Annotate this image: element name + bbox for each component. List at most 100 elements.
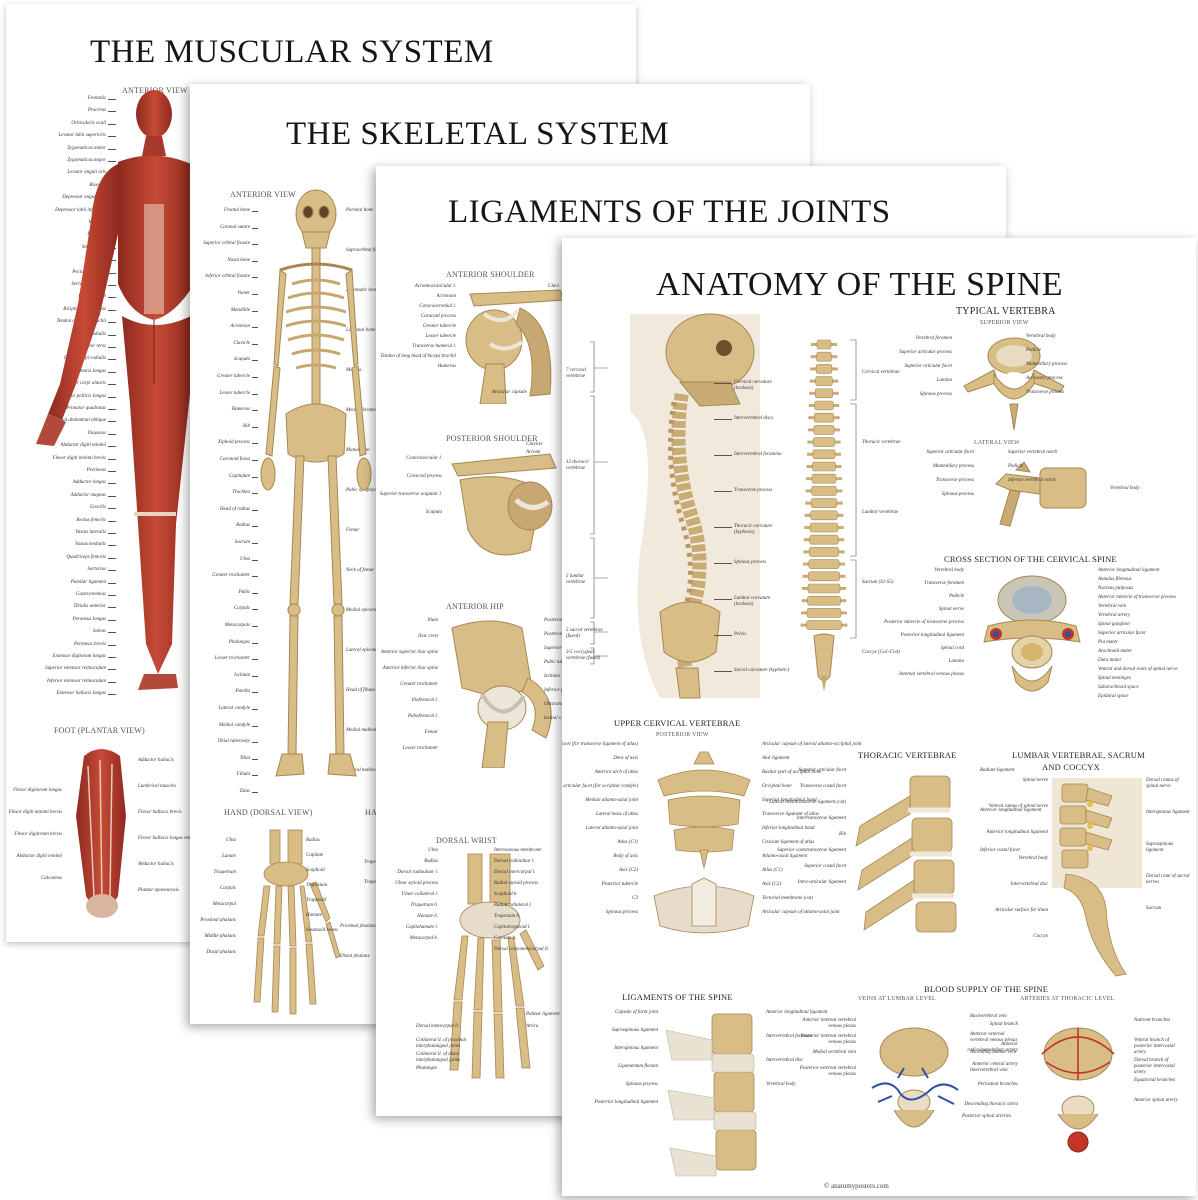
cervical-label: Lamina	[948, 659, 964, 664]
ligament-label: Scaphoid b.	[494, 892, 518, 897]
leader-line	[252, 476, 258, 478]
cervical-label: Ventral and dorsal roots of spinal nerve	[1098, 667, 1178, 672]
spinal-ligament-label: Anterior longitudinal ligament	[766, 1010, 828, 1015]
section-arteries-thoracic: ARTERIES AT THORACIC LEVEL	[1020, 996, 1115, 1002]
leader-line	[108, 260, 116, 262]
upper-cervical-label: Anterior arch of atlas	[594, 770, 638, 775]
spine-label: Intervertebral foramina	[734, 452, 782, 457]
vertebra-shape	[814, 388, 834, 399]
vertebra-shape	[807, 583, 841, 594]
bone-label: Capitulum	[228, 473, 250, 479]
vertebrae-count-label: 3-5 coccygeal vertebrae (fused)	[566, 650, 601, 661]
blood-supply-label: Nutrient branches	[1134, 1018, 1171, 1023]
leader-line	[252, 592, 258, 594]
upper-cervical-label: Articular capsule of lateral atlanto-occ…	[762, 742, 862, 747]
hand-bone-label: Sesamoid bones	[306, 928, 339, 933]
leader-line	[252, 626, 258, 627]
muscle-label: Peroneus brevis	[74, 641, 106, 647]
bone-label: Medial epicondyle	[346, 608, 384, 613]
vertebral-column-illustration	[800, 339, 848, 692]
blood-supply-label: Posterior external vertebral venous plex…	[799, 1066, 856, 1077]
upper-cervical-label: Transverse ligament of atlas	[762, 812, 819, 817]
cervical-label: Posterior longitudinal ligament	[900, 633, 964, 638]
leader-line	[108, 322, 116, 324]
spinal-ligament-label: Intervertebral foramen	[766, 1034, 812, 1039]
bone-label: Superior orbital fissure	[203, 241, 250, 247]
bone-label: Frontal bone	[223, 208, 250, 213]
vertebra-lateral-illustration	[995, 461, 1087, 527]
ligament-label: Clavi	[548, 284, 559, 289]
leader-line	[252, 758, 258, 760]
leader-line	[108, 384, 116, 386]
bone-label: Scapula	[233, 357, 250, 363]
bone-label: Sacrum	[234, 540, 250, 545]
leader-line	[252, 559, 258, 561]
vertebra-shape	[812, 461, 836, 472]
muscle-label: Iliopsoas	[87, 430, 106, 436]
blood-supply-label: Posterior internal vertebral venous plex…	[800, 1034, 856, 1045]
section-lumbar-title-line2: AND COCCYX	[1042, 762, 1100, 772]
ligament-label: Iliofemoral l.	[411, 698, 438, 703]
thoracic-label: Rib	[839, 832, 846, 837]
leader-line	[108, 446, 116, 448]
leader-line	[252, 294, 258, 295]
upper-cervical-label: Axis (C2)	[618, 868, 638, 873]
blood-supply-label: Ventral branch of posterior intercostal …	[1134, 1038, 1175, 1055]
leader-line	[714, 419, 732, 420]
leader-line	[252, 775, 258, 777]
ligament-label: Dorsal radioulnar l.	[494, 859, 535, 864]
ligament-label: Ulnar collateral l.	[401, 892, 438, 897]
vertebra-label: Inferior vertebral notch	[1008, 478, 1056, 483]
bone-label: Parietal bone	[346, 208, 374, 213]
leader-line	[252, 310, 258, 312]
bone-label: Xiphoid process	[217, 440, 250, 446]
section-posterior-view: POSTERIOR VIEW	[656, 732, 709, 738]
lumbar-label: Vertebral body	[1018, 856, 1048, 861]
leader-line	[714, 527, 732, 528]
foot-label: Flexor hallucis brevis	[138, 810, 182, 815]
bone-label: Greater tubercle	[216, 374, 250, 379]
ligament-label: Acromioclavicular l.	[414, 284, 456, 289]
vertebra-shape	[816, 339, 832, 350]
spine-label: Thoracic curvature (kyphosis)	[734, 524, 773, 535]
ligament-label: Acromi	[526, 450, 541, 455]
bone-label: Medial condyle	[219, 722, 250, 728]
bone-label: Lesser trochanter	[214, 656, 250, 662]
foot-label: Lumbrical muscles	[138, 784, 176, 789]
leader-line	[252, 675, 258, 677]
ligament-label: Pubofemoral l.	[408, 714, 438, 719]
leader-line	[108, 396, 116, 398]
bone-label: Coronal suture	[219, 224, 250, 230]
muscle-label: Levator labii superioris	[58, 133, 106, 139]
vertebra-label: Transverse process	[1026, 390, 1065, 395]
leader-line	[108, 285, 116, 286]
leader-line	[108, 161, 116, 162]
section-veins-lumbar: VEINS AT LUMBAR LEVEL	[858, 996, 936, 1002]
thoracic-label: Anterior longitudinal ligament	[980, 808, 1042, 813]
bone-label: Pubic symphysis	[346, 488, 380, 493]
upper-cervical-label: Atlas (C1)	[762, 868, 783, 873]
muscle-label: Extensor hallucis longus	[56, 691, 106, 697]
lumbar-label: Supraspinous ligament	[1146, 842, 1174, 853]
upper-cervical-label: Lateral atlanto-axial joint	[585, 826, 638, 831]
muscle-label: Pectineus	[86, 468, 106, 473]
hand-bone-label: Trapez	[364, 880, 378, 885]
vertebra-shape	[812, 449, 836, 460]
blood-supply-label: Ascending lumbar vein	[970, 1050, 1017, 1055]
muscle-label: Risorius	[89, 182, 106, 188]
leader-line	[108, 520, 116, 522]
ligament-label: Clavicle	[526, 442, 543, 447]
ligament-label: Radial collateral l.	[494, 903, 532, 908]
upper-cervical-label: Posterior articular facet (for transvers…	[562, 742, 638, 747]
hand-bone-label: Lunate	[222, 854, 236, 859]
ligament-label: Capitate b.	[494, 936, 517, 941]
muscle-label: External abdominal oblique	[49, 418, 106, 424]
leader-line	[108, 421, 116, 423]
cervical-label: Anterior longitudinal ligament	[1098, 568, 1160, 573]
spinal-ligament-label: Supraspinous ligament	[612, 1028, 658, 1033]
blood-supply-label: Anterior central artery	[972, 1062, 1018, 1067]
muscle-label: Tibialis anterior	[73, 604, 106, 610]
leader-line	[252, 393, 258, 395]
leader-line	[108, 619, 116, 621]
cervical-label: Spinal ganglion	[1098, 622, 1130, 627]
